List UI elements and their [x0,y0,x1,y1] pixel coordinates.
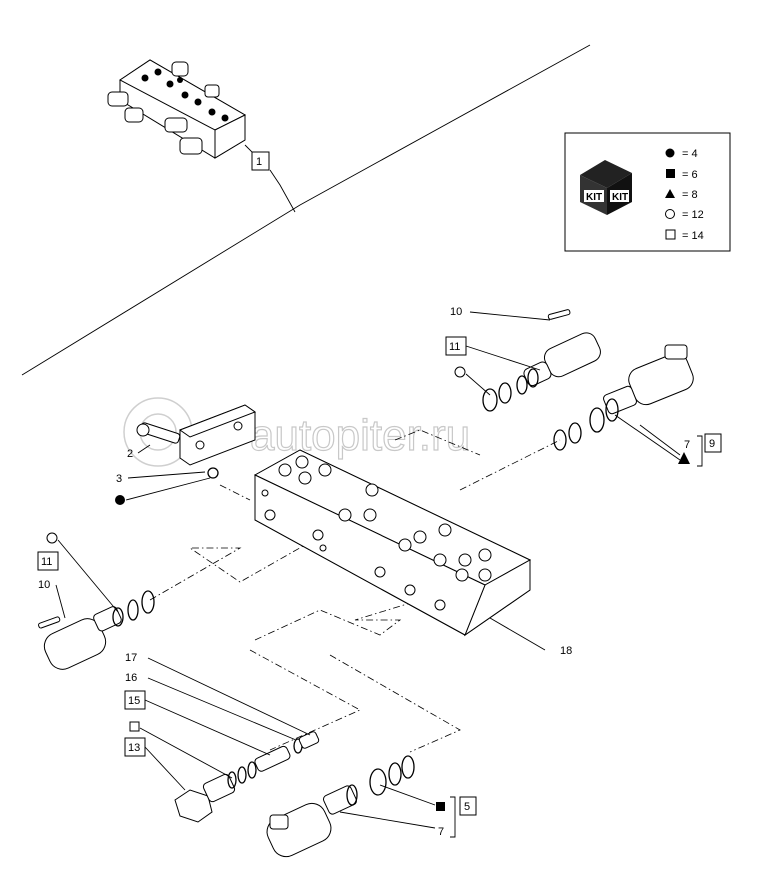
open-circle-icon [46,532,58,544]
leader-3 [127,471,206,479]
filled-square-icon [666,169,675,178]
callout-11-top: 11 [449,341,460,353]
alignment-lines [149,429,561,753]
leader-3b [125,477,211,501]
leader-oring-top [465,373,491,396]
legend-item-4: = 14 [682,230,704,242]
kit-legend: KIT KIT = 4 = 6 = 8 = 12 = 14 [564,132,731,252]
legend-item-3: = 12 [682,209,704,221]
callout-16: 16 [125,672,137,684]
legend-item-1: = 6 [682,169,698,181]
callout-10-top: 10 [450,306,462,318]
legend-item-0: = 4 [682,148,698,160]
open-square-icon [665,229,676,240]
callout-2: 2 [127,448,133,460]
leader-oring-right [614,414,681,461]
callout-3: 3 [116,473,122,485]
leader-2 [137,444,151,454]
leader-1b [269,169,296,213]
leader-11-top [465,345,541,371]
solenoid-valve-left [38,590,155,670]
callout-17: 17 [125,652,137,664]
filled-triangle-icon [678,452,690,464]
open-circle-icon [665,209,675,219]
watermark: autopiter.ru [123,397,471,467]
watermark-text: autopiter.ru [250,411,470,460]
solenoid-valve-top [482,309,601,412]
leader-13 [144,746,186,791]
open-circle-icon [454,366,466,378]
callout-5: 5 [464,801,470,813]
leader-oring-lower [139,727,233,779]
callout-7-right: 7 [684,439,690,451]
leader-oring-left [57,539,119,613]
leader-15 [144,699,271,756]
leader-10-top [469,311,551,321]
valve-assembly-thumbnail [107,59,247,159]
filled-circle-icon [115,495,125,505]
filled-triangle-icon [665,189,675,198]
filled-square-icon [436,802,445,811]
callout-box-5 [459,796,477,816]
open-square-icon [129,721,140,732]
leader-16 [147,677,297,741]
leader-7-bottom [339,811,436,829]
bracket-5 [450,796,456,838]
filled-circle-icon [665,148,675,158]
callout-box-1 [251,151,270,171]
callout-box-11-left [37,551,59,571]
leader-10-left [55,584,66,619]
solenoid-valve-right [553,344,694,451]
callout-18: 18 [560,645,572,657]
bracket-9 [697,435,703,467]
leader-17 [147,657,311,736]
callout-9: 9 [709,438,715,450]
callout-10-left: 10 [38,579,50,591]
separator-line [21,44,591,376]
cover-plate [136,404,257,479]
leader-18 [489,617,546,651]
kit-word-right: KIT [612,192,628,203]
valve-manifold-block [253,449,532,637]
callout-13: 13 [128,742,140,754]
leader-oring-bottom [379,784,436,806]
leader-7-right [639,424,681,456]
legend-item-2: = 8 [682,189,698,201]
callout-15: 15 [128,695,140,707]
kit-word-left: KIT [586,192,602,203]
callout-box-9 [704,433,722,453]
kit-icon: KIT KIT [580,160,632,215]
cartridge-valve [174,731,320,823]
callout-1: 1 [256,156,262,168]
solenoid-valve-bottom [266,755,415,858]
callout-7-bottom: 7 [438,826,444,838]
callout-11-left: 11 [41,556,52,568]
